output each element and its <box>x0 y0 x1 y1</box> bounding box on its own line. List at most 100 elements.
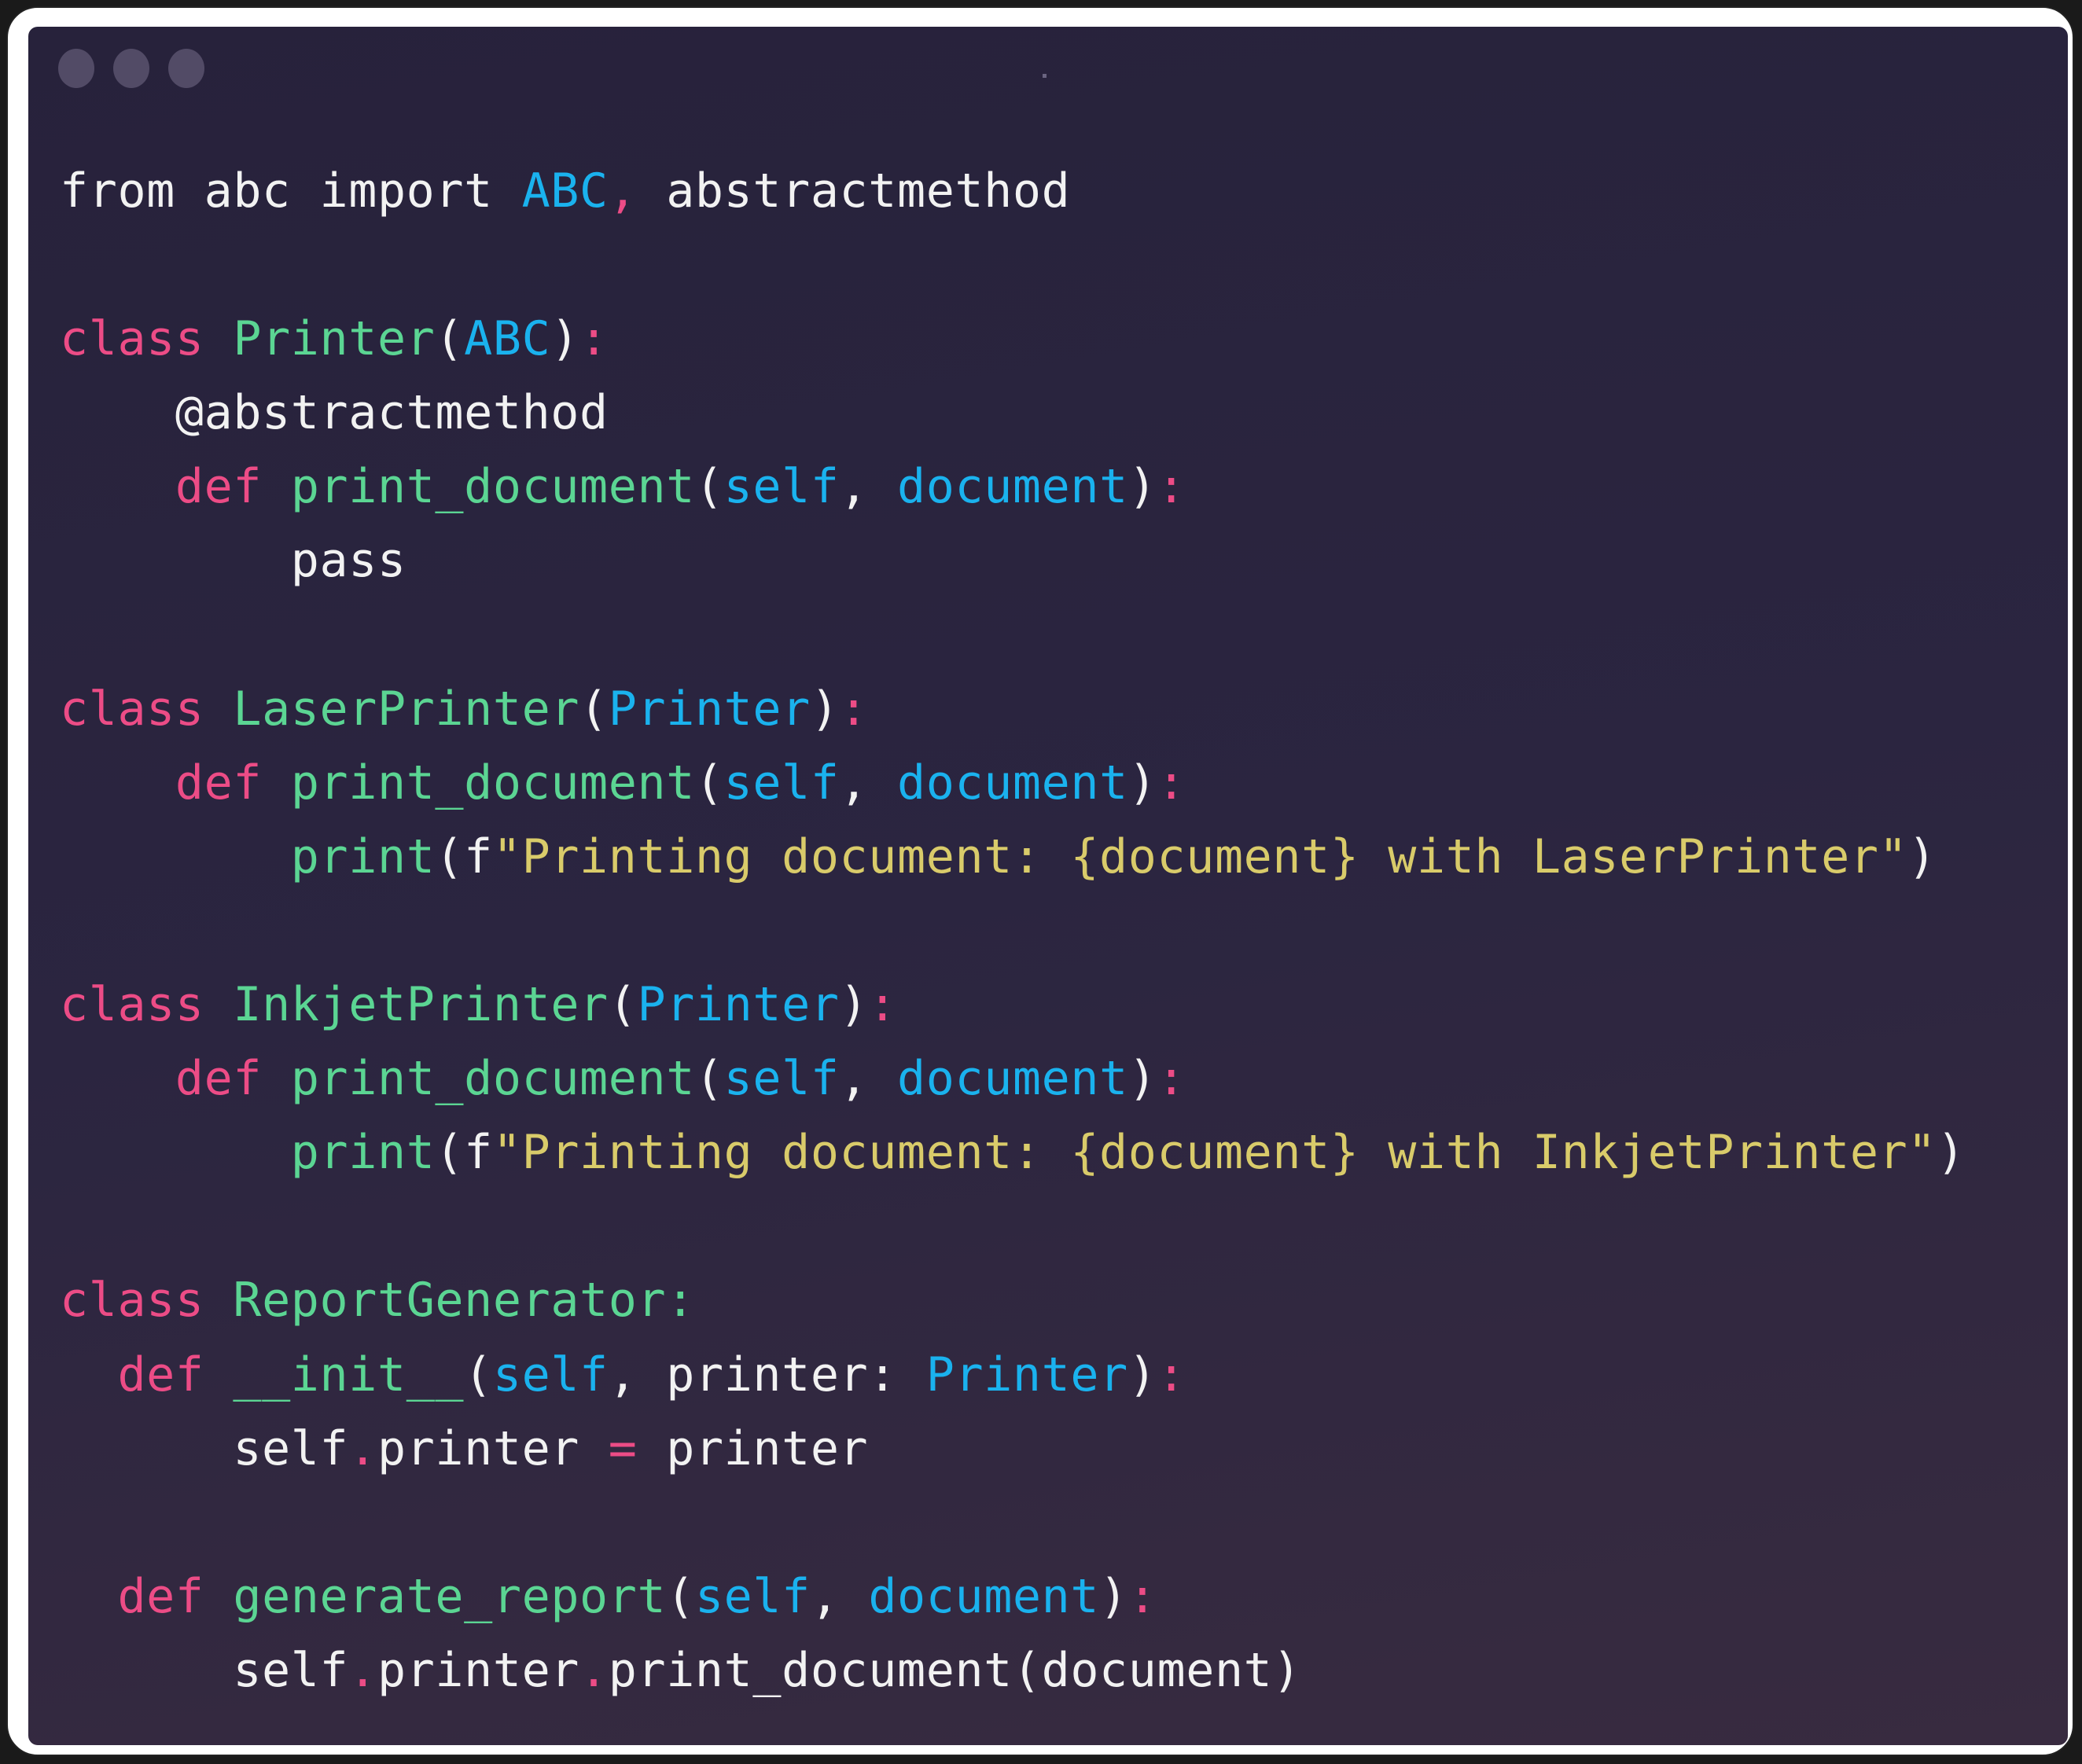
code-token: ) <box>1099 1568 1128 1624</box>
code-token <box>262 1051 291 1106</box>
code-token: ) <box>1937 1125 1966 1181</box>
code-token: InkjetPrinter <box>233 977 609 1033</box>
code-token: LaserPrinter <box>233 681 580 737</box>
code-token: ) <box>1127 1347 1157 1402</box>
code-line: def print_document(self, document): <box>60 450 1966 524</box>
code-token: ) <box>1127 1051 1157 1107</box>
code-line: from abc import ABC, abstractmethod <box>60 154 1966 228</box>
code-token: Printer <box>637 977 840 1033</box>
code-token: ) <box>810 681 840 737</box>
code-token: print_document <box>290 755 695 810</box>
code-token <box>60 1347 117 1402</box>
window-title <box>1043 74 1047 78</box>
code-token: Printer <box>925 1347 1128 1402</box>
code-token: : <box>868 977 898 1033</box>
code-token: from abc import <box>60 164 522 219</box>
code-token: ( <box>464 1347 493 1402</box>
minimize-button[interactable] <box>113 49 149 88</box>
code-line: self.printer = printer <box>60 1412 1966 1486</box>
code-token: printer <box>377 1420 609 1476</box>
code-token: self <box>723 1051 840 1107</box>
code-token: @abstractmethod <box>60 385 609 441</box>
code-token: ) <box>1907 829 1937 884</box>
code-token: , <box>839 1051 898 1107</box>
code-token <box>204 682 234 737</box>
code-token: : <box>839 681 869 737</box>
code-line: class Printer(ABC): <box>60 302 1966 376</box>
code-token: ) <box>550 311 580 367</box>
code-token: generate_report <box>233 1568 667 1624</box>
code-token: : <box>1157 755 1186 810</box>
close-button[interactable] <box>58 49 94 88</box>
code-token: self <box>723 755 840 810</box>
code-token: __init__ <box>233 1347 465 1402</box>
code-token: self <box>60 1420 349 1476</box>
code-line: print(f"Printing document: {document} wi… <box>60 820 1966 894</box>
code-token: document <box>897 459 1128 515</box>
code-token: class <box>60 681 204 737</box>
code-line <box>60 228 1966 302</box>
code-token: def <box>175 459 263 515</box>
code-line <box>60 598 1966 672</box>
code-token: print <box>290 1125 436 1181</box>
code-token: ABC <box>464 311 551 367</box>
code-token: , <box>839 755 898 810</box>
code-token: , <box>810 1568 869 1624</box>
code-token: . <box>579 1642 609 1698</box>
code-token: ( <box>694 459 724 515</box>
code-token <box>204 311 234 366</box>
code-token: : <box>1127 1568 1157 1624</box>
code-token <box>60 1051 175 1106</box>
window-controls <box>58 49 204 88</box>
code-token <box>262 755 291 810</box>
code-line <box>60 894 1966 968</box>
code-line <box>60 1189 1966 1263</box>
code-line: def print_document(self, document): <box>60 1042 1966 1115</box>
code-token: self <box>60 1642 349 1698</box>
code-block: from abc import ABC, abstractmethod clas… <box>60 154 1966 1707</box>
code-token: (f <box>435 1125 493 1181</box>
window-frame: from abc import ABC, abstractmethod clas… <box>6 6 2074 1756</box>
code-token: Printer <box>233 311 436 367</box>
code-token: self <box>723 459 840 515</box>
code-line: def print_document(self, document): <box>60 746 1966 820</box>
code-token: Printer <box>608 681 811 737</box>
code-line: def __init__(self, printer: Printer): <box>60 1338 1966 1412</box>
code-token: class <box>60 311 204 367</box>
code-token: ( <box>579 681 609 737</box>
code-token: document <box>897 1051 1128 1107</box>
code-line: class LaserPrinter(Printer): <box>60 672 1966 746</box>
code-token: "Printing document: {document} with Inkj… <box>492 1125 1937 1181</box>
code-token: . <box>348 1420 377 1476</box>
code-token: ( <box>694 755 724 810</box>
code-token: ) <box>1127 755 1157 810</box>
maximize-button[interactable] <box>168 49 204 88</box>
code-token: . <box>348 1642 377 1698</box>
code-token: : <box>579 311 609 367</box>
code-line: @abstractmethod <box>60 376 1966 450</box>
code-token: def <box>175 1051 263 1107</box>
code-token <box>204 977 234 1032</box>
code-token: self <box>492 1347 609 1402</box>
code-line: def generate_report(self, document): <box>60 1560 1966 1634</box>
code-token: ( <box>694 1051 724 1107</box>
code-token: def <box>175 755 263 810</box>
code-token <box>60 755 175 810</box>
code-token <box>60 1125 291 1180</box>
code-token: (f <box>435 829 493 884</box>
code-token: class <box>60 977 204 1033</box>
code-token: : <box>1157 1051 1186 1107</box>
code-line: self.printer.print_document(document) <box>60 1634 1966 1707</box>
code-token: ) <box>1127 459 1157 515</box>
code-token: "Printing document: {document} with Lase… <box>492 829 1908 884</box>
code-token: : <box>1157 459 1186 515</box>
code-token <box>60 459 175 514</box>
code-line: pass <box>60 524 1966 597</box>
code-token: ( <box>666 1568 695 1624</box>
code-token: document <box>897 755 1128 810</box>
code-token: ABC <box>521 164 609 219</box>
code-token: printer <box>377 1642 580 1698</box>
code-token: , <box>608 164 638 219</box>
code-token: pass <box>60 533 406 589</box>
code-line <box>60 1486 1966 1560</box>
